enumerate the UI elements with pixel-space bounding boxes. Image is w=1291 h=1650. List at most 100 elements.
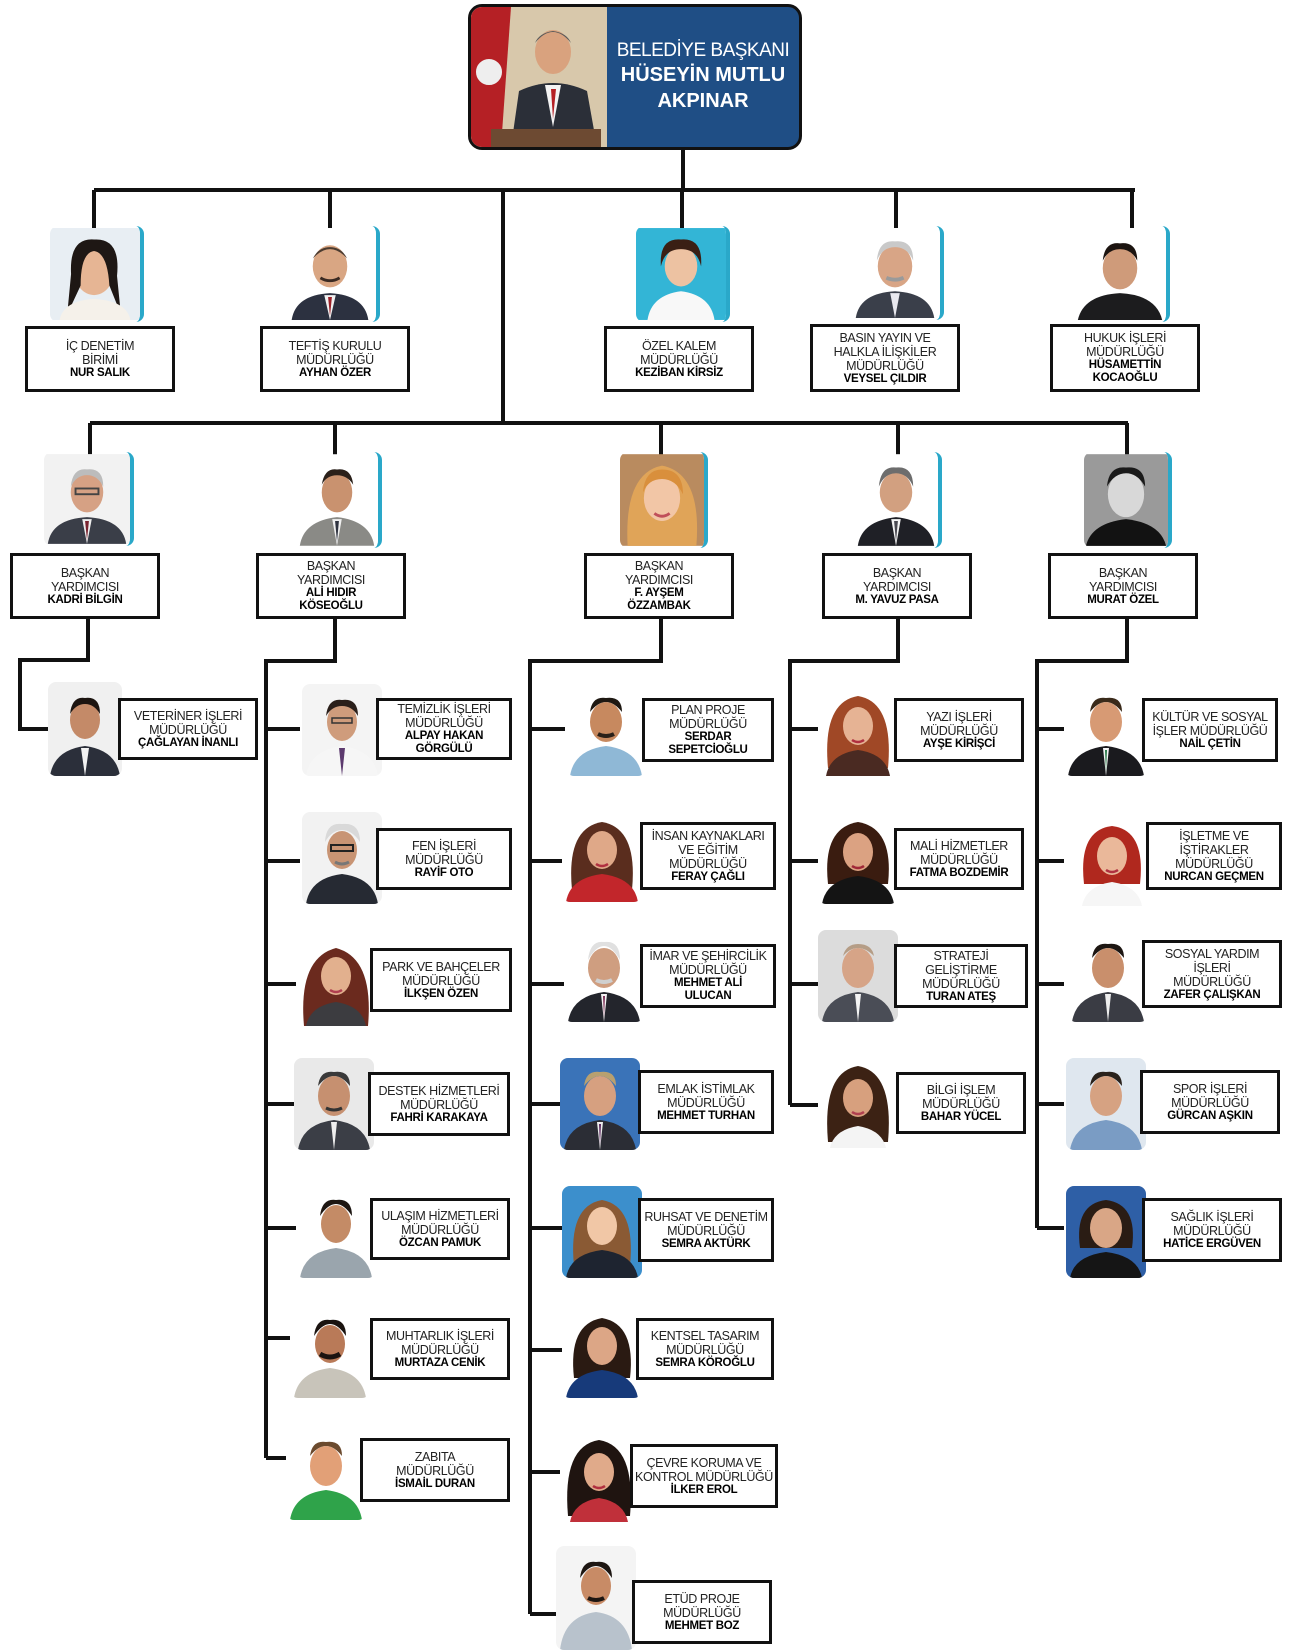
deputy-box: BAŞKAN YARDIMCISI KADRİ BİLGİN — [10, 553, 160, 619]
person-name: ÖZCAN PAMUK — [398, 1236, 482, 1249]
person-photo — [562, 1186, 642, 1278]
unit-label: DESTEK HİZMETLERİ MÜDÜRLÜĞÜ — [378, 1083, 500, 1112]
person-photo — [564, 930, 644, 1022]
person-name: ZAFER ÇALIŞKAN — [1163, 988, 1261, 1001]
person-photo — [850, 226, 944, 320]
deputy-title: BAŞKAN YARDIMCISI — [51, 565, 119, 594]
person-name: MURTAZA CENİK — [394, 1356, 486, 1369]
unit-box: İÇ DENETİM BİRİMİ NUR SALIK — [25, 326, 175, 392]
mayor-title: BELEDİYE BAŞKANI — [616, 40, 790, 61]
person-photo — [286, 1428, 366, 1520]
unit-label: SAĞLIK İŞLERİ MÜDÜRLÜĞÜ — [1170, 1209, 1254, 1238]
unit-label: STRATEJİ GELİŞTİRME MÜDÜRLÜĞÜ — [922, 948, 1000, 991]
unit-box: İNSAN KAYNAKLARI VE EĞİTİM MÜDÜRLÜĞÜ FER… — [640, 822, 776, 890]
unit-label: KÜLTÜR VE SOSYAL İŞLER MÜDÜRLÜĞÜ — [1152, 709, 1268, 738]
unit-box: BASIN YAYIN VE HALKLA İLİŞKİLER MÜDÜRLÜĞ… — [810, 324, 960, 392]
person-photo — [560, 1430, 638, 1522]
unit-box: ÇEVRE KORUMA VE KONTROL MÜDÜRLÜĞÜ İLKER … — [630, 1444, 778, 1508]
person-photo — [302, 812, 382, 904]
person-photo — [818, 812, 898, 904]
mayor-name-line2: AKPINAR — [657, 90, 749, 112]
person-name: FAHRİ KARAKAYA — [390, 1111, 488, 1124]
mayor-photo — [471, 7, 607, 147]
person-name: MEHMET ALİ ULUCAN — [673, 977, 743, 1002]
person-name: İLKŞEN ÖZEN — [403, 987, 478, 1000]
person-photo — [818, 684, 898, 776]
person-name: AYŞE KİRİŞCİ — [922, 737, 996, 750]
unit-label: RUHSAT VE DENETİM MÜDÜRLÜĞÜ — [644, 1209, 768, 1238]
unit-label: MUHTARLIK İŞLERİ MÜDÜRLÜĞÜ — [386, 1328, 494, 1357]
person-photo — [1066, 1058, 1146, 1150]
unit-label: PARK VE BAHÇELER MÜDÜRLÜĞÜ — [382, 959, 500, 988]
unit-label: KENTSEL TASARIM MÜDÜRLÜĞÜ — [650, 1328, 760, 1357]
unit-box: PARK VE BAHÇELER MÜDÜRLÜĞÜ İLKŞEN ÖZEN — [370, 948, 512, 1012]
person-name: SERDAR SEPETCİOĞLU — [668, 731, 748, 756]
person-name: MEHMET BOZ — [664, 1619, 740, 1632]
person-photo — [1074, 226, 1170, 322]
person-name: MEHMET TURHAN — [657, 1109, 755, 1122]
person-photo — [566, 684, 646, 776]
deputy-box: BAŞKAN YARDIMCISI MURAT ÖZEL — [1048, 553, 1198, 619]
person-name: FERAY ÇAĞLI — [671, 870, 745, 883]
unit-box: STRATEJİ GELİŞTİRME MÜDÜRLÜĞÜ TURAN ATEŞ — [894, 944, 1028, 1008]
unit-label: TEMİZLİK İŞLERİ MÜDÜRLÜĞÜ — [397, 702, 491, 730]
deputy-title: BAŞKAN YARDIMCISI — [1089, 565, 1157, 594]
person-photo — [818, 1056, 898, 1148]
person-photo — [562, 810, 642, 902]
person-photo — [636, 226, 730, 322]
person-name: KEZİBAN KİRSİZ — [635, 366, 723, 379]
mayor-text: BELEDİYE BAŞKANI HÜSEYİN MUTLU AKPINAR — [607, 7, 799, 147]
unit-box: YAZI İŞLERİ MÜDÜRLÜĞÜ AYŞE KİRİŞCİ — [894, 698, 1024, 762]
unit-label: EMLAK İSTİMLAK MÜDÜRLÜĞÜ — [657, 1081, 755, 1110]
person-photo — [48, 682, 122, 776]
person-name: ÇAĞLAYAN İNANLI — [137, 736, 239, 749]
mayor-name-line1: HÜSEYİN MUTLU — [620, 64, 786, 86]
unit-box: MALİ HİZMETLER MÜDÜRLÜĞÜ FATMA BOZDEMİR — [894, 828, 1024, 890]
person-photo — [284, 226, 380, 322]
person-photo — [296, 1186, 376, 1278]
unit-box: İŞLETME VE İŞTİRAKLER MÜDÜRLÜĞÜ NURCAN G… — [1146, 822, 1282, 890]
person-photo — [1068, 930, 1148, 1022]
unit-box: SPOR İŞLERİ MÜDÜRLÜĞÜ GÜRCAN AŞKIN — [1140, 1070, 1280, 1134]
unit-box: ULAŞIM HİZMETLERİ MÜDÜRLÜĞÜ ÖZCAN PAMUK — [370, 1198, 510, 1260]
unit-box: EMLAK İSTİMLAK MÜDÜRLÜĞÜ MEHMET TURHAN — [638, 1070, 774, 1134]
deputy-box: BAŞKAN YARDIMCISI F. AYŞEM ÖZZAMBAK — [584, 553, 734, 619]
unit-box: DESTEK HİZMETLERİ MÜDÜRLÜĞÜ FAHRİ KARAKA… — [368, 1072, 510, 1136]
person-photo — [302, 684, 382, 776]
person-photo — [854, 452, 942, 548]
person-photo — [296, 452, 382, 548]
unit-box: TEFTİŞ KURULU MÜDÜRLÜĞÜ AYHAN ÖZER — [260, 326, 410, 392]
deputy-name: ALİ HIDIR KÖSEOĞLU — [299, 587, 363, 612]
unit-box: TEMİZLİK İŞLERİ MÜDÜRLÜĞÜ ALPAY HAKAN GÖ… — [376, 698, 512, 760]
unit-label: İMAR VE ŞEHİRCİLİK MÜDÜRLÜĞÜ — [649, 949, 767, 977]
unit-box: ÖZEL KALEM MÜDÜRLÜĞÜ KEZİBAN KİRSİZ — [604, 326, 754, 392]
person-photo — [560, 1058, 640, 1150]
person-photo — [1064, 684, 1148, 776]
person-photo — [44, 452, 134, 546]
person-name: İLKER EROL — [670, 1483, 738, 1496]
person-photo — [818, 930, 898, 1022]
unit-label: MALİ HİZMETLER MÜDÜRLÜĞÜ — [910, 838, 1008, 867]
person-name: TURAN ATEŞ — [926, 990, 996, 1003]
person-photo — [50, 226, 144, 322]
unit-label: ÖZEL KALEM MÜDÜRLÜĞÜ — [640, 338, 718, 367]
unit-label: ETÜD PROJE MÜDÜRLÜĞÜ — [663, 1591, 741, 1620]
person-name: FATMA BOZDEMİR — [909, 866, 1009, 879]
unit-label: İŞLETME VE İŞTİRAKLER MÜDÜRLÜĞÜ — [1175, 828, 1253, 871]
unit-box: FEN İŞLERİ MÜDÜRLÜĞÜ RAYİF OTO — [376, 828, 512, 890]
person-name: ALPAY HAKAN GÖRGÜLÜ — [404, 730, 484, 755]
person-name: NURCAN GEÇMEN — [1164, 870, 1264, 883]
deputy-title: BAŞKAN YARDIMCISI — [863, 565, 931, 594]
person-photo — [1084, 452, 1172, 548]
unit-label: BASIN YAYIN VE HALKLA İLİŞKİLER MÜDÜRLÜĞ… — [833, 330, 937, 373]
unit-box: RUHSAT VE DENETİM MÜDÜRLÜĞÜ SEMRA AKTÜRK — [638, 1198, 774, 1262]
deputy-name: KADRİ BİLGİN — [47, 593, 123, 606]
unit-box: PLAN PROJE MÜDÜRLÜĞÜ SERDAR SEPETCİOĞLU — [642, 698, 774, 762]
unit-label: ZABITA MÜDÜRLÜĞÜ — [396, 1449, 474, 1478]
unit-box: SAĞLIK İŞLERİ MÜDÜRLÜĞÜ HATİCE ERGÜVEN — [1142, 1198, 1282, 1262]
unit-box: BİLGİ İŞLEM MÜDÜRLÜĞÜ BAHAR YÜCEL — [896, 1072, 1026, 1134]
person-name: SEMRA KÖROĞLU — [655, 1356, 755, 1369]
unit-label: BİLGİ İŞLEM MÜDÜRLÜĞÜ — [922, 1082, 1000, 1111]
person-name: NAİL ÇETİN — [1179, 737, 1241, 750]
unit-label: SPOR İŞLERİ MÜDÜRLÜĞÜ — [1171, 1081, 1249, 1110]
